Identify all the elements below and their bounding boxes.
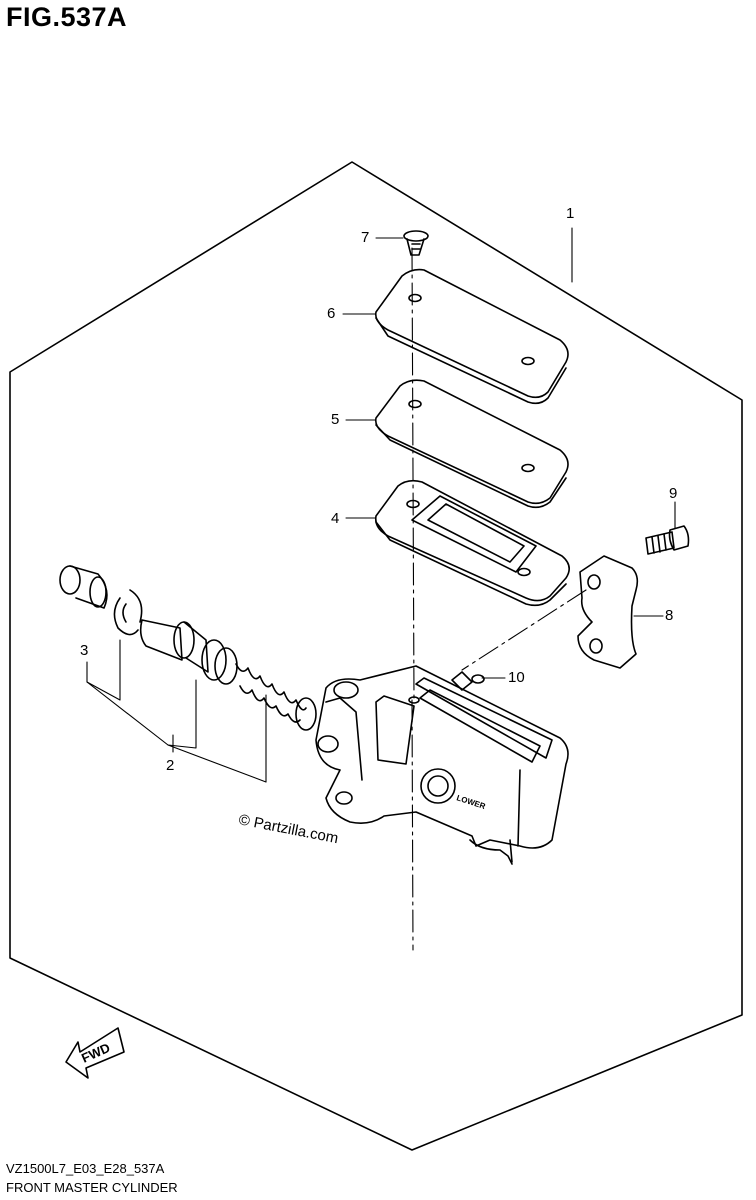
holder-part <box>577 555 639 669</box>
figure-code: VZ1500L7_E03_E28_537A <box>6 1161 165 1176</box>
callout-6[interactable]: 6 <box>327 305 336 322</box>
master-cylinder-body: LOWER <box>315 665 569 865</box>
cap-screw-part <box>403 230 429 256</box>
callout-5[interactable]: 5 <box>331 411 340 428</box>
svg-text:LOWER: LOWER <box>455 793 486 811</box>
callout-9[interactable]: 9 <box>669 485 678 502</box>
leader-lines <box>86 227 676 951</box>
circlip-part <box>113 589 143 636</box>
callout-8[interactable]: 8 <box>665 607 674 624</box>
pivot-clip-part <box>451 671 485 691</box>
watermark-text: © Partzilla.com <box>237 811 339 847</box>
piston-set-part <box>139 619 317 731</box>
callout-4[interactable]: 4 <box>331 510 340 527</box>
assembly-outline <box>9 161 743 1151</box>
fwd-arrow-icon: FWD <box>65 1027 125 1079</box>
callout-1[interactable]: 1 <box>566 205 575 222</box>
diaphragm-part <box>374 479 570 607</box>
diaphragm-plate-part <box>374 379 569 509</box>
callout-3[interactable]: 3 <box>80 642 89 659</box>
callout-10[interactable]: 10 <box>508 669 525 686</box>
reservoir-cap-part <box>374 268 569 405</box>
callout-2[interactable]: 2 <box>166 757 175 774</box>
figure-name: FRONT MASTER CYLINDER <box>6 1180 178 1195</box>
holder-bolt-part <box>645 525 690 555</box>
callout-7[interactable]: 7 <box>361 229 370 246</box>
boot-part <box>59 565 108 609</box>
figure-title: FIG.537A <box>6 2 128 32</box>
